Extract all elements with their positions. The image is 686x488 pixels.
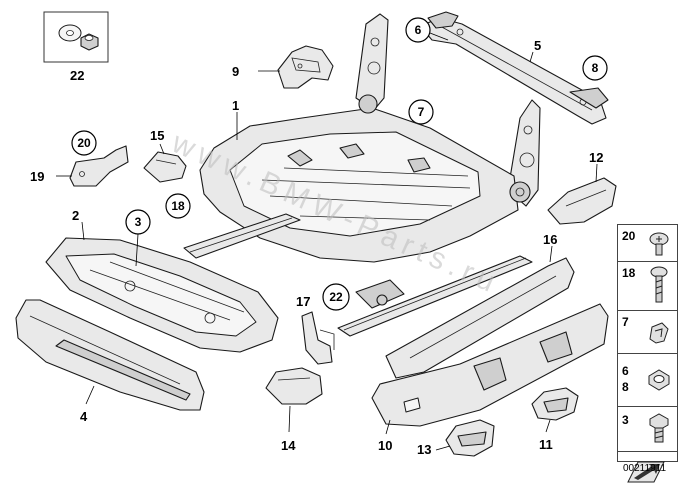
legend-label: 3 bbox=[622, 413, 629, 427]
callout-19: 19 bbox=[30, 169, 44, 184]
callout-6-circled: 6 bbox=[405, 17, 431, 43]
part-12-trim-cover[interactable] bbox=[547, 177, 617, 225]
callout-22-circled: 22 bbox=[322, 283, 350, 311]
callout-10: 10 bbox=[378, 438, 392, 453]
part-11-handle[interactable] bbox=[531, 387, 579, 421]
part-16-rail-cover[interactable] bbox=[385, 257, 575, 379]
direction-arrow-icon bbox=[627, 461, 665, 483]
svg-text:18: 18 bbox=[171, 199, 185, 213]
part-4-front-trim[interactable] bbox=[15, 299, 205, 411]
legend-direction bbox=[618, 452, 677, 488]
callout-11: 11 bbox=[539, 437, 553, 452]
callout-8-circled: 8 bbox=[582, 55, 608, 81]
callout-20-circled: 20 bbox=[71, 130, 97, 156]
legend-item-20[interactable]: 20 bbox=[618, 225, 677, 262]
torx-button-screw-icon bbox=[649, 232, 669, 256]
callout-17: 17 bbox=[296, 294, 310, 309]
document-number: 00211911 bbox=[623, 463, 667, 474]
part-18-seat-rail[interactable] bbox=[183, 213, 301, 259]
callout-2: 2 bbox=[72, 208, 79, 223]
clip-icon bbox=[649, 322, 669, 344]
svg-text:6: 6 bbox=[415, 23, 422, 37]
callout-9: 9 bbox=[232, 64, 239, 79]
part-14-lever[interactable] bbox=[265, 367, 323, 405]
callout-4: 4 bbox=[80, 409, 88, 424]
svg-text:22: 22 bbox=[329, 290, 343, 304]
svg-text:7: 7 bbox=[418, 105, 425, 119]
part-15-cap[interactable] bbox=[143, 151, 187, 183]
callout-16: 16 bbox=[543, 232, 557, 247]
legend-item-18[interactable]: 18 bbox=[618, 262, 677, 311]
legend-label: 6 bbox=[622, 364, 629, 378]
legend-item-6-8[interactable]: 6 8 bbox=[618, 354, 677, 407]
part-10-outer-trim[interactable] bbox=[371, 303, 609, 427]
part-2-seat-pan[interactable] bbox=[45, 237, 279, 353]
callout-3-circled: 3 bbox=[125, 209, 151, 235]
callout-1: 1 bbox=[232, 98, 239, 113]
legend-label: 20 bbox=[622, 229, 636, 243]
callout-5: 5 bbox=[534, 38, 541, 53]
callout-22-top: 22 bbox=[70, 68, 84, 83]
part-22-washer-nut[interactable] bbox=[43, 11, 109, 63]
callout-7-circled: 7 bbox=[408, 99, 434, 125]
legend-label: 18 bbox=[622, 266, 636, 280]
callout-13: 13 bbox=[417, 442, 431, 457]
svg-text:8: 8 bbox=[592, 61, 599, 75]
callout-14: 14 bbox=[281, 438, 296, 453]
long-bolt-icon bbox=[650, 266, 668, 303]
svg-text:20: 20 bbox=[77, 136, 91, 150]
legend-label: 7 bbox=[622, 315, 629, 329]
part-19-bracket[interactable] bbox=[69, 145, 129, 187]
hex-nut-icon bbox=[648, 369, 670, 391]
hardware-legend: 20 18 7 6 8 3 bbox=[617, 224, 678, 483]
callout-18-circled: 18 bbox=[165, 193, 191, 219]
legend-item-7[interactable]: 7 bbox=[618, 311, 677, 354]
part-seat-rails-lower[interactable] bbox=[337, 255, 533, 337]
part-13-handle[interactable] bbox=[445, 419, 495, 457]
callout-12: 12 bbox=[589, 150, 603, 165]
legend-item-3[interactable]: 3 bbox=[618, 407, 677, 452]
svg-text:3: 3 bbox=[135, 215, 142, 229]
hex-bolt-icon bbox=[649, 413, 669, 443]
legend-label-2: 8 bbox=[622, 380, 629, 394]
part-17-clip[interactable] bbox=[301, 311, 335, 365]
part-5-cross-tube[interactable] bbox=[419, 11, 609, 125]
part-9-bracket[interactable] bbox=[277, 45, 334, 89]
callout-15: 15 bbox=[150, 128, 164, 143]
